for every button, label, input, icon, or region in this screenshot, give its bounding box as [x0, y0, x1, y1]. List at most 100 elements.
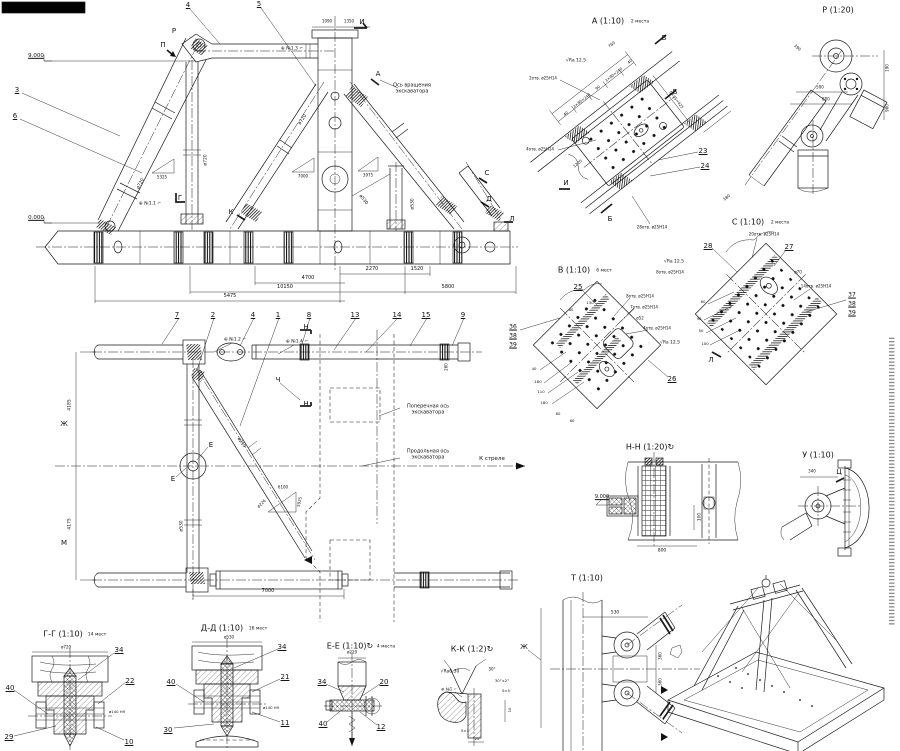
section-dd-view: [173, 638, 281, 750]
dim-label: 50°: [488, 666, 496, 672]
callout-label: 3: [14, 85, 20, 94]
dim-label: 340: [808, 468, 816, 474]
callout-label: 27: [784, 242, 794, 251]
view-title-t: Т (1:10): [571, 573, 603, 583]
dim-label: 4 места: [376, 644, 396, 650]
section-kk-view: [437, 658, 506, 748]
detail-a-view: [530, 34, 732, 225]
dim-label: 180: [721, 193, 732, 202]
callout-label: 6: [12, 111, 18, 120]
callout-label: 12: [376, 722, 386, 731]
section-nn-view: [595, 452, 741, 548]
section-ee-view: [324, 652, 384, 748]
axis-label-longitudinal: Продольная ось экскаватора: [406, 448, 450, 460]
view-title-r: Р (1:20): [822, 5, 854, 15]
dim-label: Ц: [836, 467, 842, 476]
dim-label: 180: [540, 399, 548, 405]
view-title-v: В (1:10): [557, 265, 591, 275]
dim-label: Г: [177, 193, 183, 202]
dim-label: S±1: [460, 727, 470, 733]
dim-label: 2 места: [770, 220, 790, 226]
callout-label: 39: [509, 341, 517, 349]
dim-label: 3×80=240: [571, 92, 592, 109]
dim-label: 40: [562, 110, 570, 117]
dim-label: 1520: [410, 266, 424, 273]
dim-label: ø530: [179, 520, 185, 532]
dim-label: √Ra 12.5: [659, 340, 681, 346]
callout-label: 9.000: [28, 52, 44, 59]
callout-label: 7: [174, 310, 180, 319]
dim-label: ø70: [794, 269, 802, 275]
dim-label: П: [160, 40, 166, 49]
dim-label: 260: [443, 363, 449, 371]
callout-label: 1: [275, 310, 281, 319]
dim-label: 50: [698, 327, 704, 333]
dim-label: 390: [792, 43, 803, 52]
dim-label: 100: [697, 512, 703, 522]
view-title-u: У (1:10): [802, 450, 834, 460]
axis-label-transverse: Поперечная ось экскаватора: [406, 403, 450, 415]
dim-label: 500: [816, 84, 824, 90]
axis-label-rotation: Ось вращения экскаватора: [393, 82, 431, 94]
callout-label: 9: [460, 310, 466, 319]
dim-label: Р: [171, 26, 177, 35]
dim-label: 8отв. ø25H14: [626, 293, 654, 299]
dim-label: ⊕ №1.2 ⌐: [223, 337, 247, 343]
dim-label: 8отв. ø25H14: [656, 269, 684, 275]
dim-label: 5925: [295, 496, 303, 508]
dim-label: 760: [606, 40, 617, 49]
dim-label: ⊕ №1.4 ⌐: [285, 339, 309, 345]
dim-label: И: [359, 17, 365, 26]
dim-label: 800: [822, 96, 830, 102]
dim-label: √Ra 12.5: [565, 58, 587, 64]
dim-label: 14отв. ø25H14: [800, 283, 832, 289]
callout-label: 23: [698, 146, 708, 155]
plan-view: [55, 317, 525, 622]
dim-label: 28отв. ø25H14: [636, 224, 668, 230]
dim-label: Е: [208, 440, 214, 449]
callout-label: 39: [848, 309, 856, 317]
dim-label: 7000: [297, 173, 309, 179]
callout-label: 34: [277, 642, 287, 651]
dim-label: 4185: [67, 399, 73, 411]
view-u: [780, 459, 870, 557]
callout-label: 0.000: [28, 214, 44, 221]
dim-label: 6100: [277, 484, 289, 490]
dim-label: ø720: [136, 177, 146, 191]
dim-label: 20: [474, 735, 480, 741]
dim-label: 1220: [571, 158, 584, 169]
dim-label: 110: [537, 388, 545, 394]
detail-v-view: [519, 280, 669, 410]
callout-label: 22: [125, 676, 135, 685]
dim-label: ø530: [357, 193, 369, 206]
dim-label: 180: [534, 378, 542, 384]
dim-label: 2 места: [630, 19, 650, 25]
view-title-a: А (1:10): [591, 16, 625, 26]
dim-label: ø720: [60, 644, 72, 650]
dim-label: С: [484, 168, 490, 177]
view-title-s: С (1:10): [731, 217, 765, 227]
dim-label: ø52: [636, 315, 644, 321]
dim-label: 60: [569, 417, 575, 423]
dim-label: Л: [509, 214, 515, 223]
dim-label: 7отв. ø25H14: [630, 304, 658, 310]
dim-label: 5325: [156, 174, 168, 180]
dim-label: 3×80=240: [603, 66, 624, 83]
to-boom-label: К стреле: [479, 455, 505, 462]
dim-label: 2отв. ø25H14: [529, 75, 557, 81]
dim-label: ø720: [297, 113, 309, 127]
callout-label: 40: [5, 683, 15, 692]
dim-label: Д: [486, 194, 492, 203]
callout-label: 5: [256, 0, 262, 8]
dim-label: Е: [170, 474, 176, 483]
view-title-ee: Е-Е (1:10)↻: [326, 641, 374, 651]
dim-label: 90: [696, 315, 702, 321]
dim-label: 3975: [362, 172, 374, 178]
dim-label: 530: [610, 610, 620, 616]
dim-label: 4700: [301, 275, 315, 282]
dim-label: Ч: [275, 375, 281, 384]
dim-label: К: [228, 207, 234, 216]
